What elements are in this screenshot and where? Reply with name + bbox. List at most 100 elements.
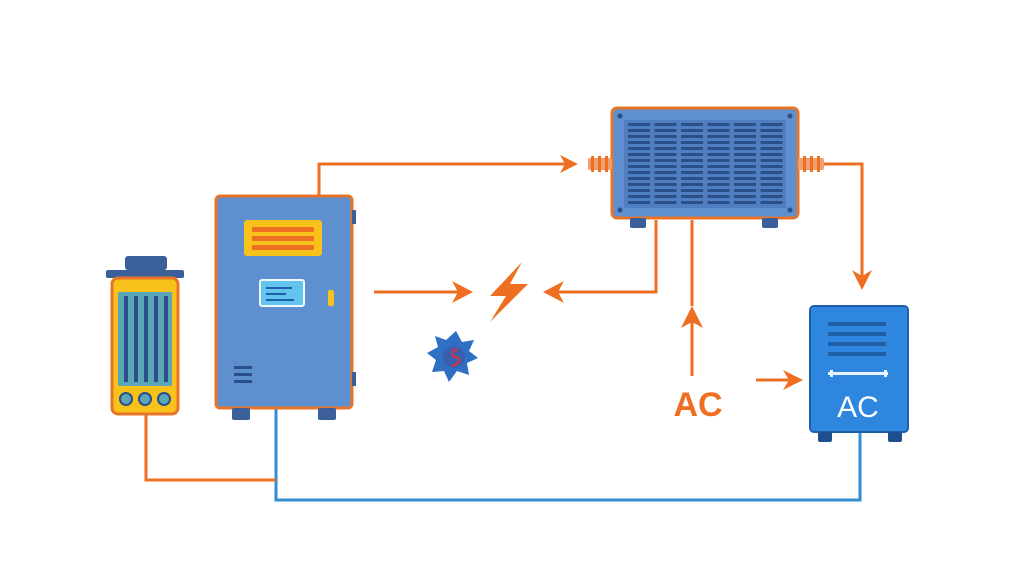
heater-grill-slat [654,129,677,132]
radiator-heater-icon [588,106,824,228]
heater-grill-slat [760,159,783,162]
heater-grill-slat [734,159,756,162]
heater-grill-slat [707,201,730,204]
heater-grill-slat [654,201,677,204]
heater-grill-slat [654,147,677,150]
heater-grill-slat [681,189,703,192]
heater-grill-slat [760,171,783,174]
heater-grill-slat [628,195,650,198]
heater-grill-slat [760,195,783,198]
heater-grill-slat [734,201,756,204]
heater-grill-slat [654,189,677,192]
heater-grill-slat [734,147,756,150]
heater-grill-slat [734,195,756,198]
heater-grill-slat [707,189,730,192]
inverter-cabinet-icon [214,194,356,420]
blue-wire-bottom [274,408,862,502]
heater-grill-slat [681,201,703,204]
heater-grill-slat [628,201,650,204]
heater-grill-slat [628,171,650,174]
heater-grill-slat [628,165,650,168]
heater-grill-slat [681,123,703,126]
heater-grill-slat [734,171,756,174]
orange-wire-cabinet-to-heater [317,162,566,196]
ac-unit-icon: AC [809,305,909,442]
heater-grill-slat [628,129,650,132]
heater-grill-slat [760,177,783,180]
lightning-bolt-icon [490,262,528,322]
heater-grill-slat [707,159,730,162]
heater-grill-slat [628,135,650,138]
heater-grill-slat [734,189,756,192]
heater-grill-slat [628,123,650,126]
heater-grill-slat [734,141,756,144]
heater-grill-slat [707,147,730,150]
heater-grill-slat [654,159,677,162]
heater-grill-slat [734,177,756,180]
heater-grill-slat [681,153,703,156]
heater-grill-slat [707,141,730,144]
arrowhead-to-bolt-right [452,281,473,303]
heater-grill-slat [654,183,677,186]
heater-grill-slat [734,153,756,156]
heater-grill-slat [760,147,783,150]
heater-grill-slat [760,135,783,138]
heater-grill-slat [760,129,783,132]
heater-grill-slat [734,165,756,168]
orange-wire-battery [144,414,276,482]
battery-icon [106,256,184,416]
heater-grill-slat [654,123,677,126]
heater-grill-slat [707,195,730,198]
heater-grill-slat [760,165,783,168]
heater-grill-slat [628,177,650,180]
ac-unit-label: AC [837,391,879,424]
arrowhead-to-heater [560,155,578,173]
heater-grill-slat [681,171,703,174]
heater-grill-slat [707,129,730,132]
heater-grill-slat [760,153,783,156]
arrowhead-to-ac-unit [852,270,872,290]
heater-grill-slat [734,135,756,138]
heater-grill-slat [628,183,650,186]
heater-grill-slat [760,189,783,192]
heater-grill-slat [628,141,650,144]
heater-grill-slat [628,189,650,192]
heater-grill-slat [760,123,783,126]
orange-wire-heater-to-bolt [556,220,658,294]
heater-grill-slat [707,171,730,174]
arrowhead-to-bolt-left [543,281,564,303]
heater-grill-slat [628,147,650,150]
heater-grill-slat [760,141,783,144]
ac-label: AC [673,386,722,424]
heater-grill-slat [707,135,730,138]
heater-grill-slat [734,183,756,186]
heater-grill-slat [681,177,703,180]
heater-grill-slat [760,183,783,186]
heater-grill-slat [707,183,730,186]
heater-grill-slat [707,165,730,168]
heater-grill-slat [681,159,703,162]
heater-grill-slat [760,201,783,204]
heater-grill-slat [654,141,677,144]
heater-grill-slat [681,195,703,198]
heater-grill-slat [681,165,703,168]
spark-star-icon [427,331,478,382]
orange-wire-heater-to-ac [824,162,864,276]
heater-grill-slat [681,147,703,150]
heater-grill-slat [681,141,703,144]
arrowhead-up [681,306,703,328]
heater-grill-slat [734,123,756,126]
heater-grill-slat [707,177,730,180]
heater-grill-slat [654,171,677,174]
heater-grill-slat [681,135,703,138]
heater-grill-slat [654,165,677,168]
heater-grill-slat [681,129,703,132]
heater-grill-slat [654,177,677,180]
heater-grill-slat [628,153,650,156]
heater-grill-slat [707,153,730,156]
heater-grill-slat [654,153,677,156]
heater-grill-slat [707,123,730,126]
heater-grill-slat [628,159,650,162]
heater-grill-slat [654,135,677,138]
